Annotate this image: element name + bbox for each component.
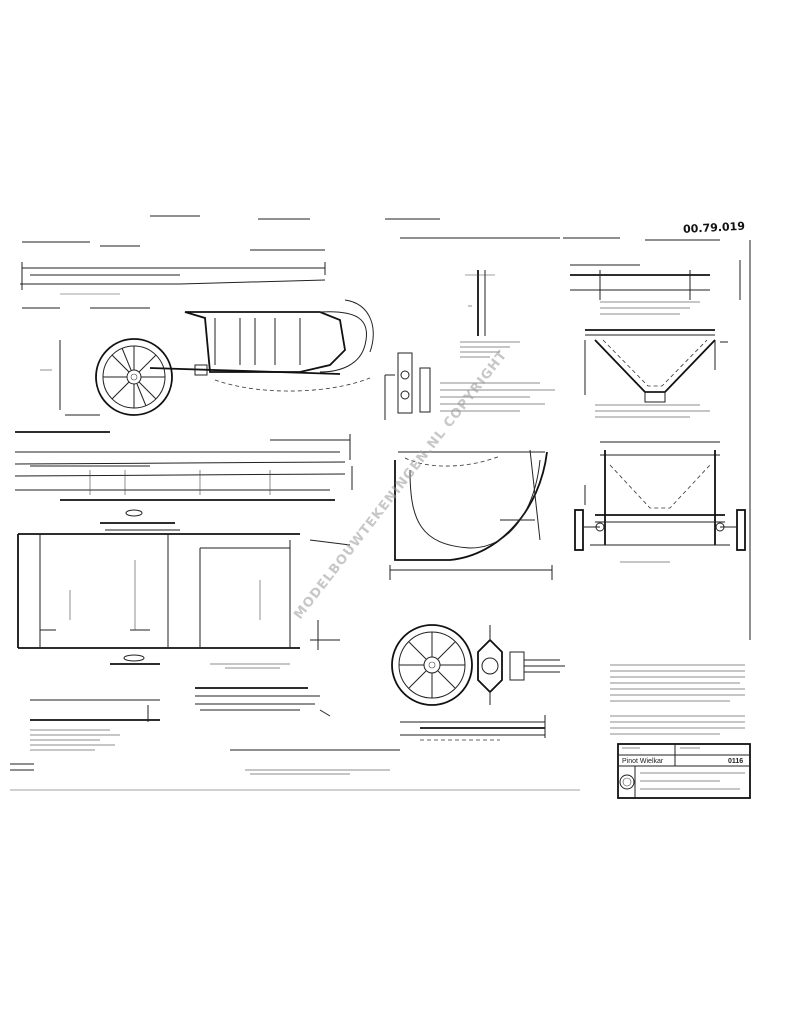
notes-text-block bbox=[610, 664, 745, 735]
axle-detail bbox=[10, 699, 160, 771]
drawing-number: 00.79.019 bbox=[683, 220, 746, 236]
rear-view-axle bbox=[574, 441, 746, 563]
bracket-detail bbox=[384, 352, 555, 420]
hopper-top-detail bbox=[570, 240, 751, 640]
wheel-detail-front bbox=[391, 624, 473, 706]
title-block: Pinot Wielkar 0116 bbox=[617, 743, 751, 799]
box-elevation-view bbox=[17, 509, 351, 669]
beam-detail bbox=[10, 687, 580, 791]
side-view-wheelbarrow bbox=[20, 262, 374, 416]
top-plan-view bbox=[14, 431, 353, 501]
title-block-title: Pinot Wielkar bbox=[622, 758, 664, 765]
top-border-marks bbox=[22, 215, 720, 251]
post-detail bbox=[460, 270, 520, 358]
curved-side-panel bbox=[389, 449, 553, 580]
title-block-code: 0116 bbox=[728, 758, 743, 765]
copyright-watermark: MODELBOUWTEKENINGEN.NL COPYRIGHT bbox=[291, 348, 510, 623]
hopper-front-view bbox=[584, 329, 728, 418]
wheel-hub-detail bbox=[400, 625, 565, 741]
